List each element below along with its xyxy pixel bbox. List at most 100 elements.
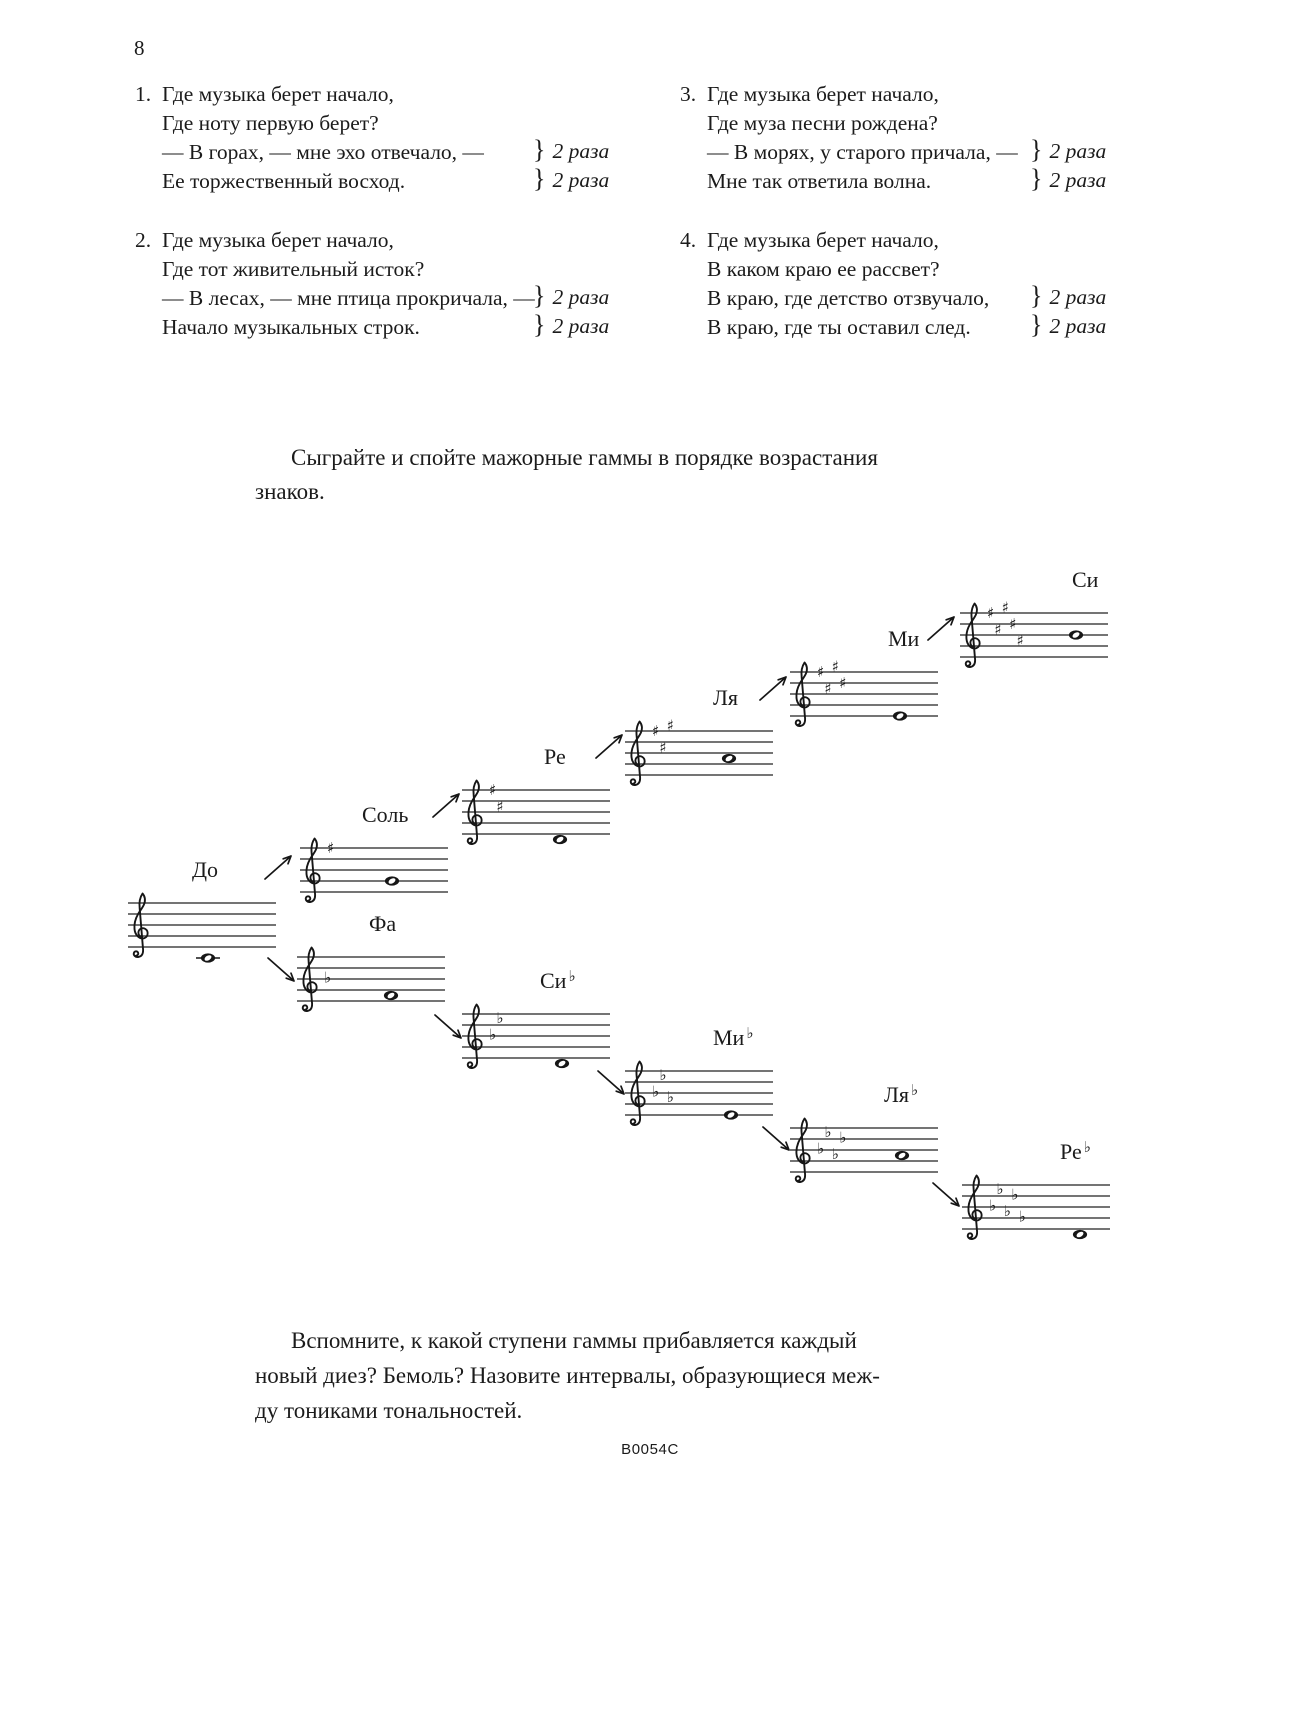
staff-svg: ♭ xyxy=(297,946,445,1012)
verse-3: 3. Где музыка берет начало, Где муза пес… xyxy=(680,80,1106,196)
scale-name: Ре xyxy=(1060,1139,1082,1164)
flat-icon: ♭ xyxy=(817,1140,824,1158)
flat-icon: ♭ xyxy=(652,1083,659,1101)
repeat-brace: } xyxy=(533,135,546,164)
verse-2: 2. Где музыка берет начало, Где тот живи… xyxy=(135,226,609,342)
scale-name: Ми xyxy=(713,1025,745,1050)
verse-line: — В морях, у старого причала, — }2 раза xyxy=(707,135,1106,167)
verse-line: Ее торжественный восход. }2 раза xyxy=(162,164,609,196)
sharp-icon: ♯ xyxy=(496,798,503,816)
repeat-brace: } xyxy=(1030,164,1043,193)
scale-name: Ре xyxy=(544,744,566,769)
repeat-label: 2 раза xyxy=(1049,168,1107,192)
staff-lines xyxy=(300,847,448,893)
scale-label: Ля xyxy=(625,683,775,713)
repeat-label: 2 раза xyxy=(552,285,610,309)
repeat-marker: }2 раза xyxy=(1030,164,1106,195)
ascending-arrow-icon xyxy=(432,793,460,818)
stave-d-major: Ре ♯ ♯ xyxy=(462,742,612,857)
ascending-arrow-icon xyxy=(927,616,955,641)
descending-arrow-icon xyxy=(267,957,295,982)
task-line: ду тониками тональностей. xyxy=(255,1398,523,1423)
repeat-marker: }2 раза xyxy=(1030,281,1106,312)
scale-label: Си♭ xyxy=(462,966,612,996)
staff-svg: ♭ ♭ ♭ ♭ xyxy=(790,1117,938,1183)
whole-note xyxy=(552,834,568,845)
flat-icon: ♭ xyxy=(989,1197,996,1215)
sharp-icon: ♯ xyxy=(652,722,659,740)
scale-flat-suffix: ♭ xyxy=(746,1024,754,1042)
staff-svg xyxy=(128,892,276,963)
scale-name: Соль xyxy=(362,802,409,827)
sharp-icon: ♯ xyxy=(817,663,824,681)
verse-line-text: — В горах, — мне эхо отвечало, — xyxy=(162,140,484,164)
stave-b-major: Си ♯ ♯ ♯ ♯ ♯ xyxy=(960,565,1110,680)
stave-a-flat-major: Ля♭ ♭ ♭ ♭ ♭ xyxy=(790,1080,940,1195)
verse-line: Где музыка берет начало, xyxy=(707,226,989,255)
whole-note xyxy=(200,953,216,963)
verse-line-text: Где музыка берет начало, xyxy=(162,228,394,252)
staff-lines xyxy=(790,1127,938,1173)
verse-line-text: Где тот живительный исток? xyxy=(162,257,425,281)
verse-number: 3. xyxy=(680,82,697,106)
flat-icon: ♭ xyxy=(996,1180,1003,1198)
sharp-icon: ♯ xyxy=(667,717,674,735)
scale-name: Ля xyxy=(713,685,739,710)
staff-lines xyxy=(790,671,938,717)
stave-e-flat-major: Ми♭ ♭ ♭ ♭ xyxy=(625,1023,775,1138)
stave-a-major: Ля ♯ ♯ ♯ xyxy=(625,683,775,798)
repeat-brace: } xyxy=(1030,281,1043,310)
flat-icon: ♭ xyxy=(667,1088,674,1106)
verse-line-text: Начало музыкальных строк. xyxy=(162,315,420,339)
repeat-label: 2 раза xyxy=(552,314,610,338)
task-line: Вспомните, к какой ступени гаммы прибавл… xyxy=(291,1328,857,1353)
descending-arrow-icon xyxy=(597,1070,625,1095)
whole-note xyxy=(383,990,399,1001)
verse-line-text: Где музыка берет начало, xyxy=(707,228,939,252)
staff-lines xyxy=(128,902,276,948)
whole-note xyxy=(1072,1229,1088,1240)
task-paragraph: Вспомните, к какой ступени гаммы прибавл… xyxy=(255,1323,1025,1428)
verse-line-text: Где музыка берет начало, xyxy=(707,82,939,106)
scale-name: Ля xyxy=(884,1082,910,1107)
verse-line: Где музыка берет начало, xyxy=(162,80,484,109)
repeat-label: 2 раза xyxy=(1049,285,1107,309)
scale-label: Фа xyxy=(297,909,447,939)
page-number: 8 xyxy=(134,36,145,60)
scale-label: Ре♭ xyxy=(962,1137,1112,1167)
whole-note xyxy=(723,1110,739,1120)
scale-flat-suffix: ♭ xyxy=(911,1081,919,1099)
staff-lines xyxy=(297,956,445,1002)
repeat-brace: } xyxy=(1030,310,1043,339)
repeat-label: 2 раза xyxy=(1049,139,1107,163)
flat-icon: ♭ xyxy=(1019,1208,1026,1226)
verse-line: Где муза песни рождена? xyxy=(707,109,1018,138)
staff-svg: ♯ xyxy=(300,837,448,903)
repeat-brace: } xyxy=(1030,135,1043,164)
verse-line-text: В каком краю ее рассвет? xyxy=(707,257,940,281)
whole-note xyxy=(721,753,737,764)
verse-number: 1. xyxy=(135,82,152,106)
repeat-marker: }2 раза xyxy=(533,135,609,166)
verse-line-text: В краю, где детство отзвучало, xyxy=(707,286,990,310)
scale-name: Ми xyxy=(888,626,920,651)
instruction-line: Сыграйте и спойте мажорные гаммы в поряд… xyxy=(291,445,878,470)
stave-b-flat-major: Си♭ ♭ ♭ xyxy=(462,966,612,1081)
scale-label: Ре xyxy=(462,742,612,772)
repeat-brace: } xyxy=(533,281,546,310)
sharp-icon: ♯ xyxy=(659,739,666,757)
verse-line-text: В краю, где ты оставил след. xyxy=(707,315,971,339)
staff-svg: ♭ ♭ ♭ ♭ ♭ xyxy=(962,1174,1110,1240)
verse-number: 4. xyxy=(680,228,697,252)
verse-line: — В горах, — мне эхо отвечало, — }2 раза xyxy=(162,135,609,167)
repeat-marker: }2 раза xyxy=(533,164,609,195)
stave-f-major: Фа ♭ xyxy=(297,909,447,1024)
sharp-icon: ♯ xyxy=(1017,632,1024,650)
verse-line: Начало музыкальных строк. }2 раза xyxy=(162,310,609,342)
footer-code: B0054C xyxy=(621,1441,679,1458)
flat-icon: ♭ xyxy=(496,1009,503,1027)
scale-label: До xyxy=(128,855,278,885)
descending-arrow-icon xyxy=(434,1014,462,1039)
scale-label: Ля♭ xyxy=(790,1080,940,1110)
stave-g-major: Соль ♯ xyxy=(300,800,450,915)
